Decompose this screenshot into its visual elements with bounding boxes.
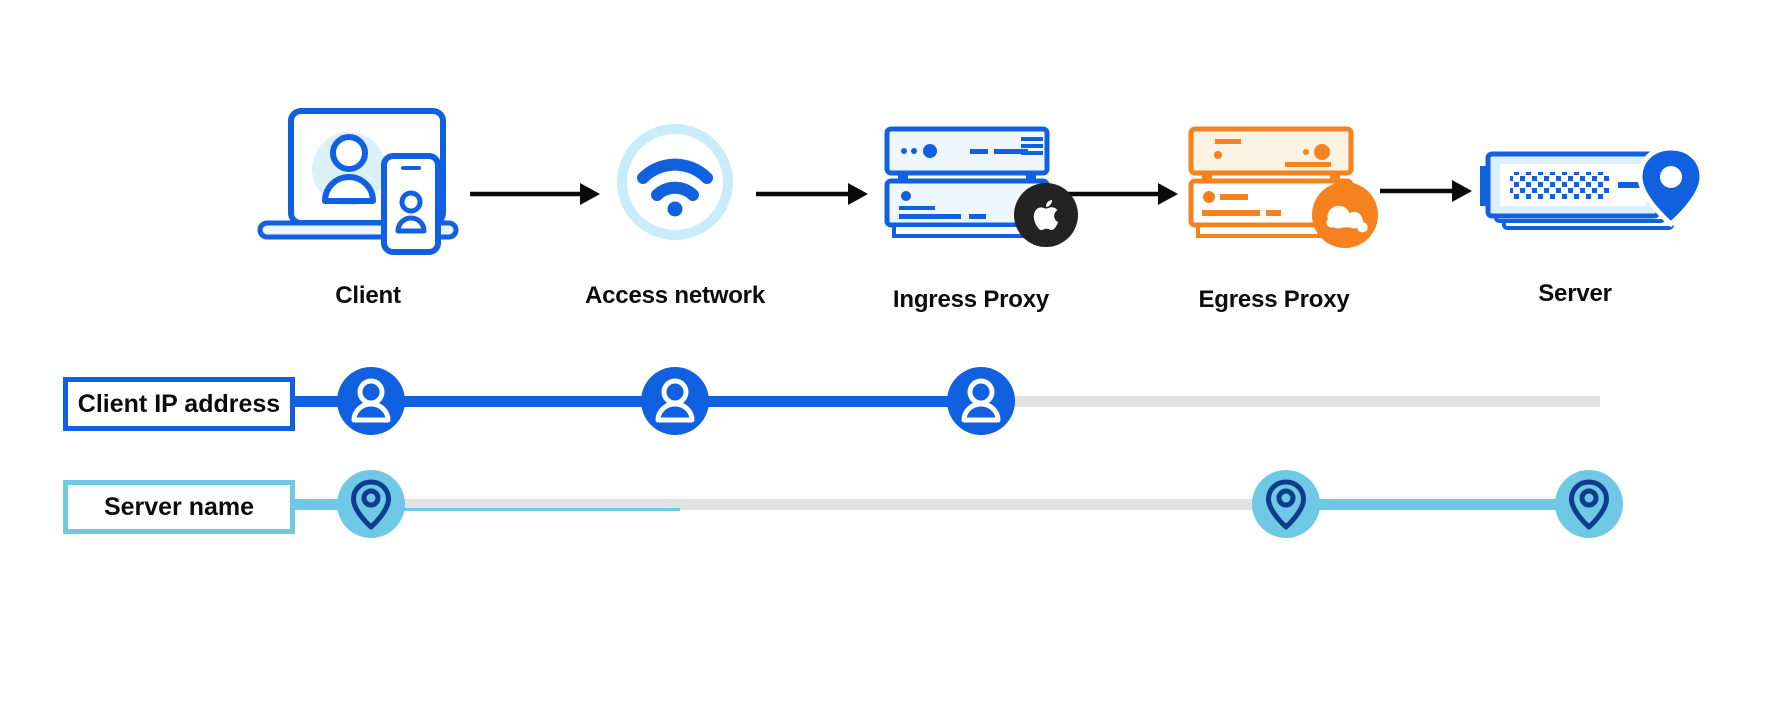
flow-label-client: Client [335,282,401,309]
person-marker [947,367,1015,435]
location-pin-icon [1266,479,1306,530]
flow-label-egress-proxy: Egress Proxy [1198,286,1350,313]
arrow-right-icon [1062,178,1180,210]
client-ip-track-label: Client IP address [63,377,295,431]
wifi-icon [615,122,735,242]
location-pin-icon [351,479,391,530]
client-ip-inactive-line [985,396,1600,407]
person-icon [351,378,391,423]
server-name-inactive-line [371,499,1286,510]
server-with-pin-icon [1478,146,1706,248]
pin-marker [337,470,405,538]
laptop-with-phone-icon [252,106,487,258]
person-icon [961,378,1001,423]
server-name-track-label-text: Server name [103,492,255,521]
person-marker [337,367,405,435]
server-name-thin-line [400,508,680,511]
location-pin-icon [1569,479,1609,530]
arrow-right-icon [470,178,602,210]
client-ip-active-line [290,396,985,407]
flow-label-server: Server [1538,280,1612,307]
server-stack-blue-icon [884,126,1056,244]
person-marker [641,367,709,435]
server-name-connector-line [290,499,375,510]
server-name-active-line [1286,499,1589,510]
person-icon [655,378,695,423]
client-ip-track-label-text: Client IP address [77,389,281,418]
flow-label-access-network: Access network [585,282,765,309]
flow-label-ingress-proxy: Ingress Proxy [892,286,1050,313]
pin-marker [1555,470,1623,538]
apple-logo-icon [1014,183,1078,247]
pin-marker [1252,470,1320,538]
arrow-right-icon [1380,175,1474,207]
cloudflare-logo-icon [1312,182,1378,248]
server-name-track-label: Server name [63,480,295,534]
arrow-right-icon [756,178,870,210]
